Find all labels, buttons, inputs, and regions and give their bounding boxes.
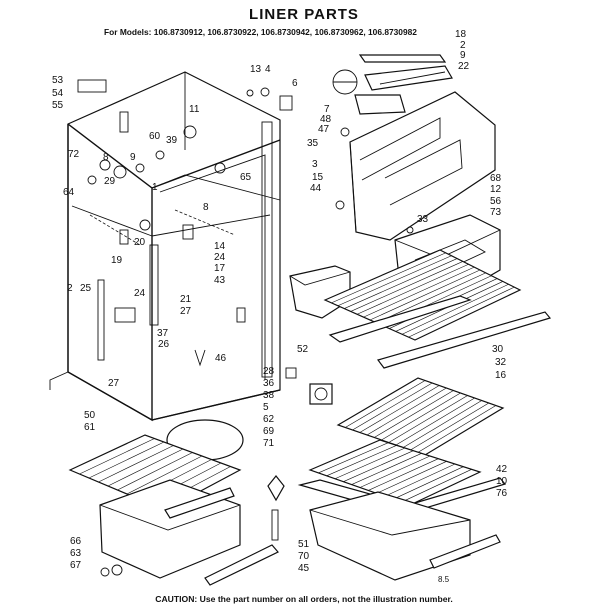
callout-15: 15: [312, 172, 324, 183]
callout-7: 7: [324, 104, 330, 115]
callout-61: 61: [84, 422, 96, 433]
callout-14: 14: [214, 241, 226, 252]
callout-50: 50: [84, 410, 96, 421]
callout-29: 29: [104, 176, 116, 187]
hardware-parts: [77, 79, 414, 577]
callout-76: 76: [496, 488, 508, 499]
callout-8: 8: [103, 152, 109, 163]
callout-43: 43: [214, 275, 226, 286]
callout-73: 73: [490, 207, 502, 218]
crisper-cover-left: [68, 419, 279, 586]
callout-21: 21: [180, 294, 192, 305]
callout-9: 9: [130, 152, 136, 163]
callout-22: 22: [458, 61, 470, 72]
callout-44: 44: [310, 183, 322, 194]
callout-30: 30: [492, 344, 504, 355]
callout-62: 62: [263, 414, 275, 425]
callout-9: 9: [460, 50, 466, 61]
callout-10: 10: [496, 476, 508, 487]
callout-12: 12: [490, 184, 502, 195]
callout-27: 27: [180, 306, 192, 317]
callout-60: 60: [149, 131, 161, 142]
callout-5: 5: [263, 402, 269, 413]
callout-42: 42: [496, 464, 508, 475]
callout-53: 53: [52, 75, 64, 86]
callout-65: 65: [240, 172, 252, 183]
callout-25: 25: [80, 283, 92, 294]
corner-mark: 8.5: [438, 575, 450, 584]
callout-24: 24: [134, 288, 146, 299]
callout-11: 11: [189, 104, 200, 115]
models-line: For Models: 106.8730912, 106.8730922, 10…: [104, 27, 417, 37]
caution-note: CAUTION: Use the part number on all orde…: [155, 594, 453, 604]
callout-3: 3: [312, 159, 318, 170]
cabinet-liner: [49, 71, 281, 422]
freezer-back-panel: [332, 54, 496, 241]
callout-4: 4: [265, 64, 271, 75]
callout-39: 39: [166, 135, 178, 146]
callout-33: 33: [417, 214, 429, 225]
callout-35: 35: [307, 138, 319, 149]
callout-28: 28: [263, 366, 275, 377]
callout-64: 64: [63, 187, 75, 198]
callout-69: 69: [263, 426, 275, 437]
callout-54: 54: [52, 88, 64, 99]
callout-37: 37: [157, 328, 169, 339]
callout-72: 72: [68, 149, 80, 160]
callout-16: 16: [495, 370, 507, 381]
callout-66: 66: [70, 536, 82, 547]
callout-52: 52: [297, 344, 309, 355]
callout-24: 24: [214, 252, 226, 263]
callout-2: 2: [460, 40, 466, 51]
callout-32: 32: [495, 357, 507, 368]
wire-shelf-upper: [323, 249, 552, 369]
callout-1: 1: [152, 182, 158, 193]
callout-19: 19: [111, 255, 123, 266]
callout-27: 27: [108, 378, 120, 389]
callout-8: 8: [203, 202, 209, 213]
callout-48: 48: [320, 114, 332, 125]
callout-46: 46: [215, 353, 227, 364]
callout-26: 26: [158, 339, 170, 350]
callout-51: 51: [298, 539, 310, 550]
page-title: LINER PARTS: [249, 6, 359, 23]
callout-2: 2: [67, 283, 73, 294]
callout-68: 68: [490, 173, 502, 184]
callout-70: 70: [298, 551, 310, 562]
callout-6: 6: [292, 78, 298, 89]
callout-71: 71: [263, 438, 275, 449]
callout-67: 67: [70, 560, 82, 571]
callout-20: 20: [134, 237, 146, 248]
callout-45: 45: [298, 563, 310, 574]
crisper-drawer-right: [309, 491, 501, 581]
callout-13: 13: [250, 64, 262, 75]
callout-17: 17: [214, 263, 226, 274]
callout-36: 36: [263, 378, 275, 389]
callout-55: 55: [52, 100, 64, 111]
callout-18: 18: [455, 29, 467, 40]
callout-47: 47: [318, 124, 330, 135]
callout-38: 38: [263, 390, 275, 401]
callout-63: 63: [70, 548, 82, 559]
callout-56: 56: [490, 196, 502, 207]
